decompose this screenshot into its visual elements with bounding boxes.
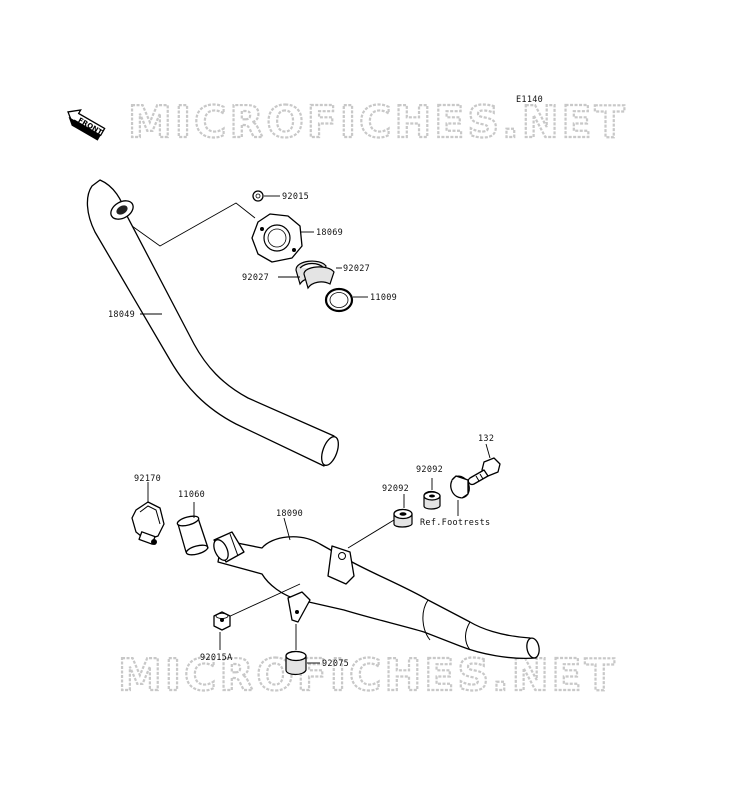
watermark-top: MICROFICHES.NET [128, 97, 628, 148]
ring-11009 [324, 287, 354, 313]
grommet-92092-upper [423, 490, 441, 510]
label-132: 132 [478, 434, 494, 444]
muffler-18090 [213, 531, 540, 660]
label-92092-upper: 92092 [416, 465, 443, 475]
collets-92027 [295, 260, 335, 290]
front-arrow-icon: FRONT [67, 109, 106, 141]
label-92092-lower: 92092 [382, 484, 409, 494]
leader-grommet-to-bracket [347, 519, 395, 549]
leader-pipe-to-gasket [131, 202, 256, 247]
clamp-92170 [131, 501, 165, 545]
leader-nut-to-bracket [225, 583, 301, 619]
gasket-18069 [251, 213, 303, 263]
damper-92075 [285, 650, 307, 676]
label-18090: 18090 [276, 509, 303, 519]
label-92015A: 92015A [200, 653, 233, 663]
sleeve-11060 [176, 515, 209, 556]
label-92027-right: 92027 [343, 264, 370, 274]
nut-92015 [252, 190, 264, 202]
grommet-92092-lower [393, 508, 413, 528]
footrest-washer [450, 475, 470, 499]
diagram-code: E1140 [516, 95, 543, 105]
label-92015: 92015 [282, 192, 309, 202]
label-ref-footrests: Ref.Footrests [420, 518, 490, 528]
label-18049: 18049 [108, 310, 135, 320]
label-92027-left: 92027 [242, 273, 269, 283]
nut-92015A [213, 611, 231, 631]
label-11060: 11060 [178, 490, 205, 500]
label-18069: 18069 [316, 228, 343, 238]
watermark-bottom: MICROFICHES.NET [118, 650, 618, 701]
head-pipe-18049 [86, 179, 339, 467]
bolt-132 [467, 457, 501, 486]
label-92170: 92170 [134, 474, 161, 484]
label-92075: 92075 [322, 659, 349, 669]
label-11009: 11009 [370, 293, 397, 303]
